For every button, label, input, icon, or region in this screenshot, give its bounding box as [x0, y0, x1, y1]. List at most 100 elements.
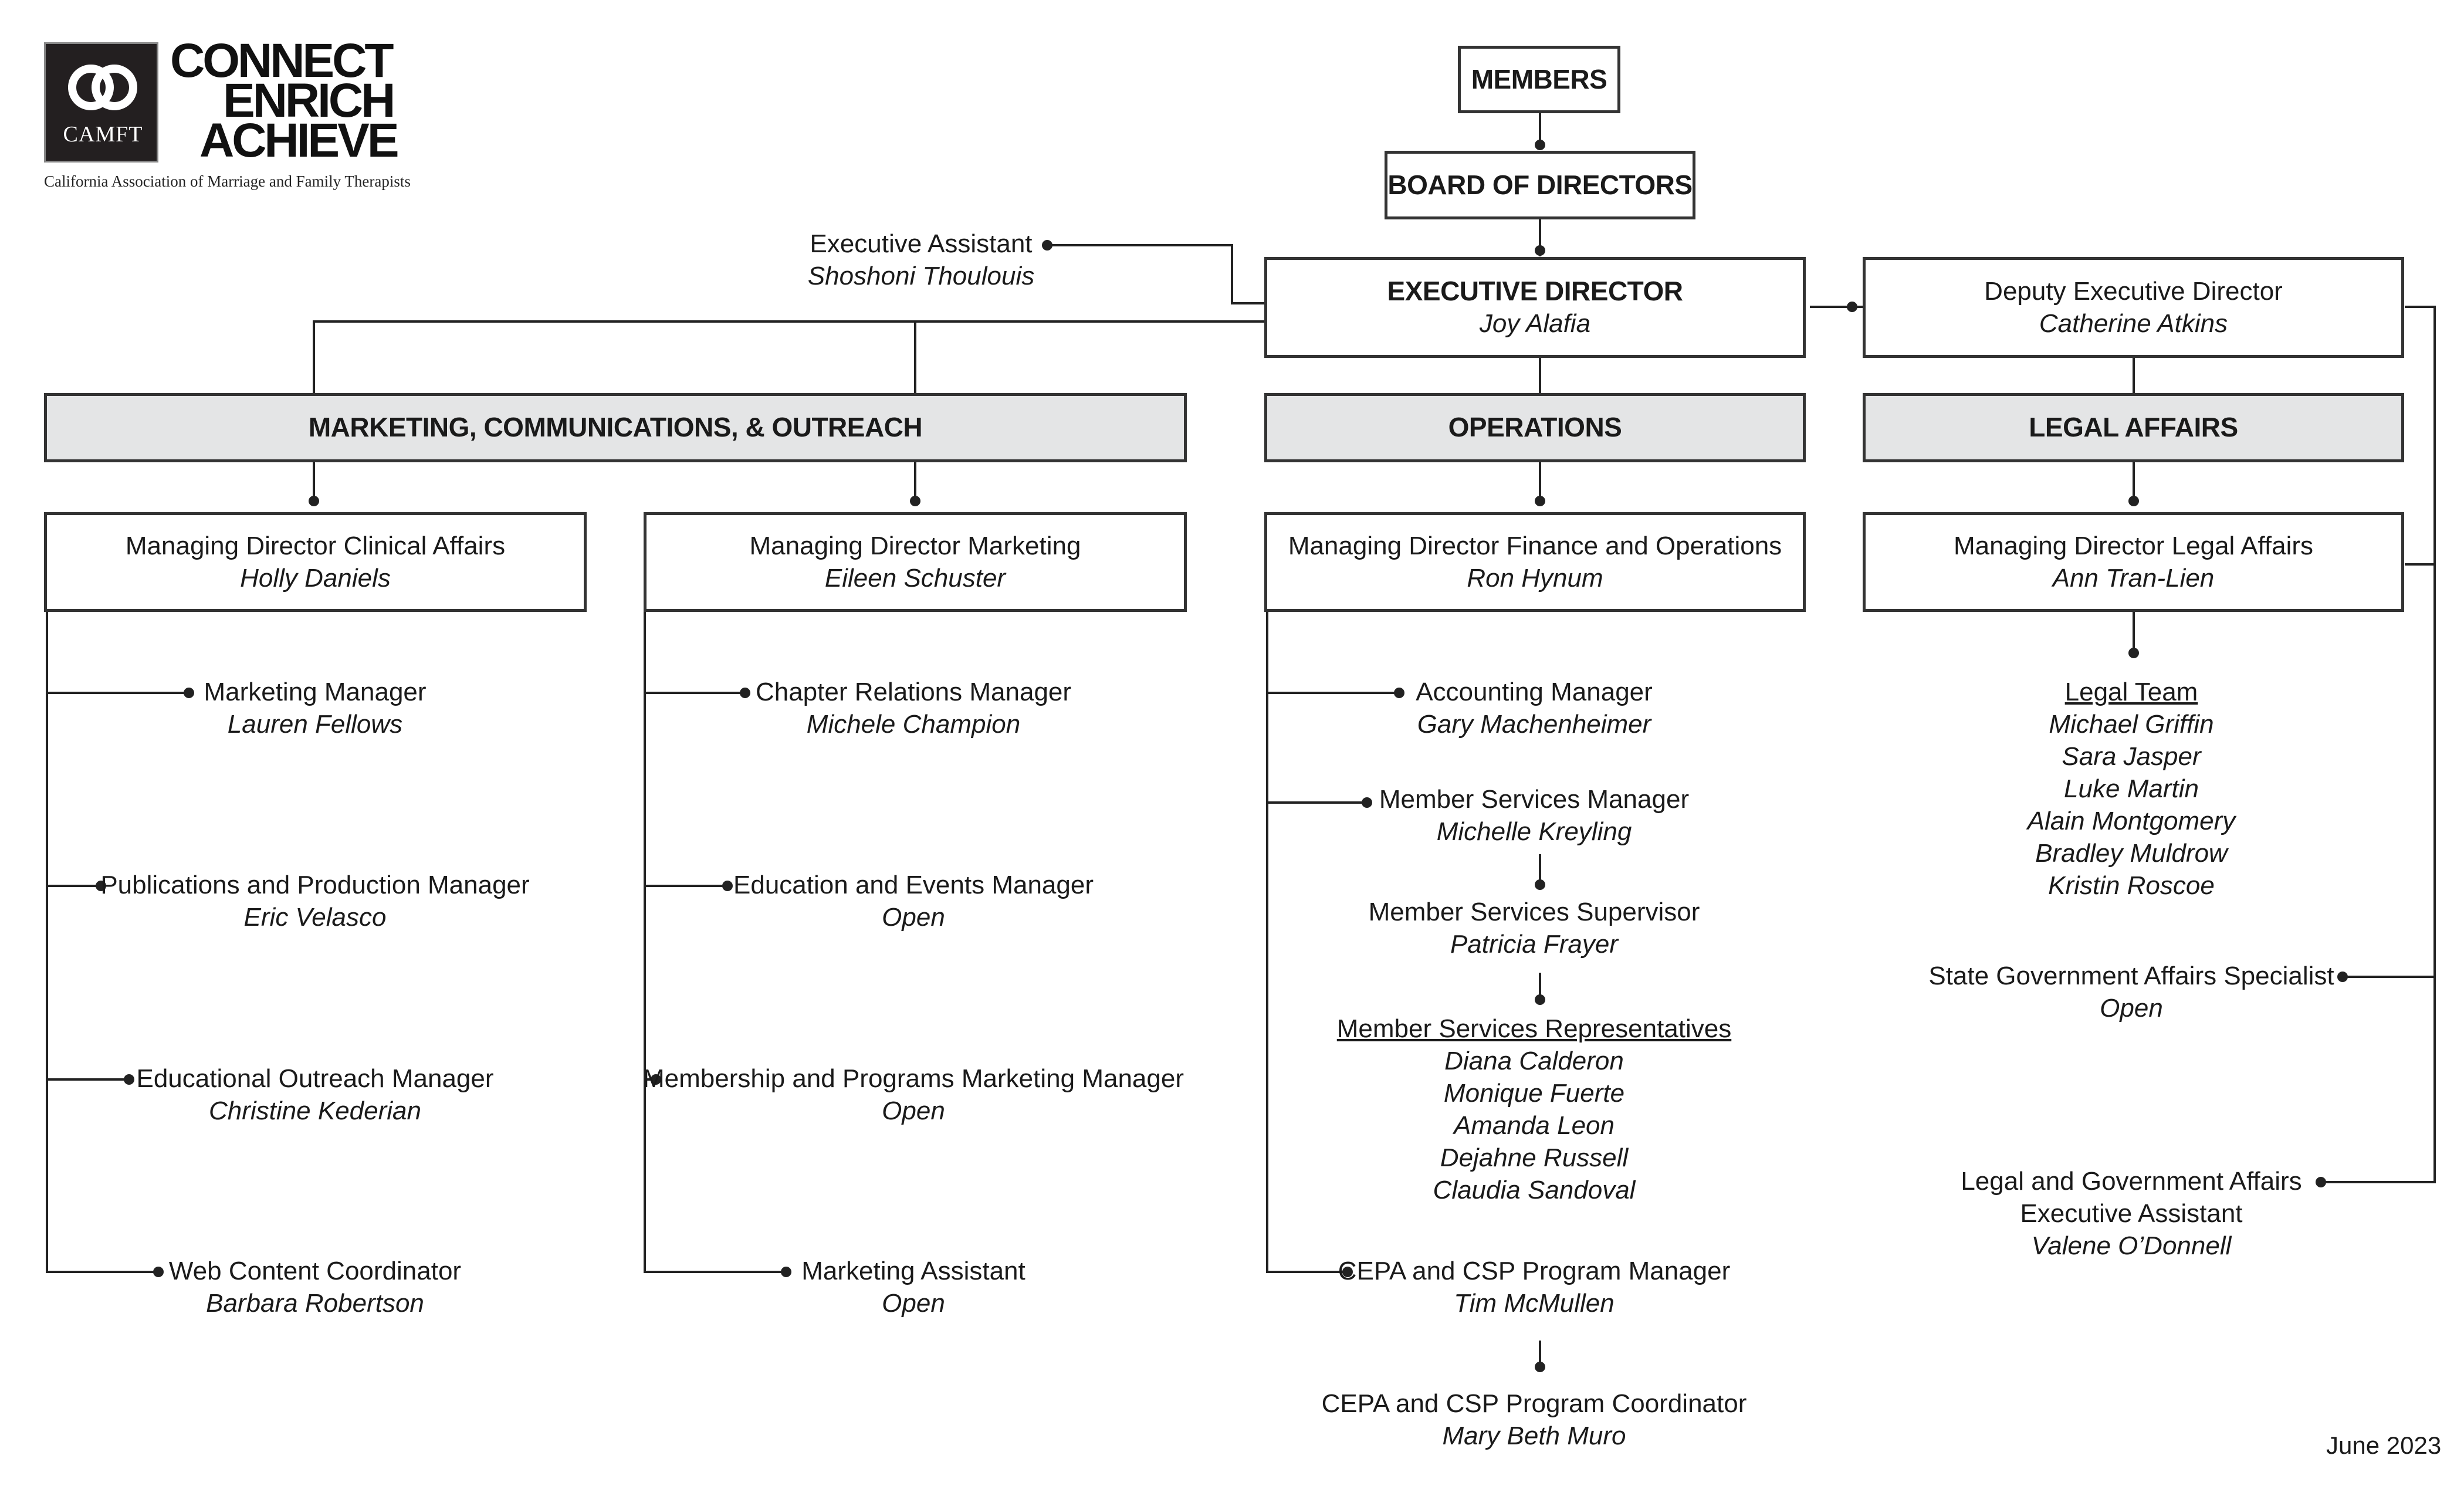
executive-assistant-name: Shoshoni Thoulouis [807, 262, 1035, 290]
md-legal-name: Ann Tran-Lien [2052, 564, 2215, 593]
deputy-director-name: Catherine Atkins [2039, 309, 2228, 338]
staff-member-services-supervisor: Member Services Supervisor Patricia Fray… [1369, 896, 1700, 960]
team-member: Michael Griffin [2049, 710, 2214, 739]
board-title: BOARD OF DIRECTORS [1387, 169, 1693, 200]
members-title: MEMBERS [1471, 63, 1607, 94]
staff-role: Marketing Assistant [801, 1257, 1025, 1285]
team-member: Amanda Leon [1453, 1111, 1615, 1140]
executive-director-name: Joy Alafia [1479, 309, 1591, 339]
staff-role: State Government Affairs Specialist [1928, 962, 2334, 990]
team-member: Dejahne Russell [1440, 1143, 1629, 1172]
logo-tagline-enrich: ENRICH [223, 74, 395, 127]
department-marketing-title: MARKETING, COMMUNICATIONS, & OUTREACH [308, 412, 923, 443]
department-operations: OPERATIONS [1264, 393, 1806, 462]
staff-role: Web Content Coordinator [168, 1257, 462, 1285]
staff-role: Publications and Production Manager [100, 871, 530, 899]
team-heading: Member Services Representatives [1336, 1014, 1732, 1043]
executive-director-box: EXECUTIVE DIRECTOR Joy Alafia [1264, 257, 1806, 358]
team-heading: Legal Team [2064, 678, 2198, 706]
members-box: MEMBERS [1458, 46, 1620, 113]
staff-role: Educational Outreach Manager [136, 1064, 494, 1093]
staff-role: Marketing Manager [204, 678, 427, 706]
staff-membership-programs-marketing-manager: Membership and Programs Marketing Manage… [643, 1062, 1184, 1127]
staff-accounting-manager: Accounting Manager Gary Machenheimer [1416, 676, 1653, 740]
staff-name: Patricia Frayer [1450, 930, 1619, 959]
logo-full-name: California Association of Marriage and F… [44, 172, 411, 190]
staff-role: Membership and Programs Marketing Manage… [643, 1064, 1184, 1093]
staff-name: Open [882, 903, 945, 932]
staff-name: Eric Velasco [243, 903, 387, 932]
md-legal-role: Managing Director Legal Affairs [1953, 532, 2314, 560]
team-member: Claudia Sandoval [1433, 1176, 1636, 1204]
team-member: Sara Jasper [2062, 742, 2201, 771]
logo-tagline-connect: CONNECT [170, 34, 394, 87]
staff-role: Education and Events Manager [733, 871, 1094, 899]
deputy-director-box: Deputy Executive Director Catherine Atki… [1863, 257, 2404, 358]
md-marketing-name: Eileen Schuster [824, 564, 1006, 593]
staff-marketing-assistant: Marketing Assistant Open [801, 1255, 1025, 1319]
md-clinical-name: Holly Daniels [240, 564, 391, 593]
staff-name: Barbara Robertson [206, 1289, 424, 1318]
staff-cepa-program-manager: CEPA and CSP Program Manager Tim McMulle… [1338, 1255, 1731, 1319]
md-clinical-role: Managing Director Clinical Affairs [125, 532, 506, 560]
team-member: Alain Montgomery [2027, 807, 2236, 835]
staff-cepa-program-coordinator: CEPA and CSP Program Coordinator Mary Be… [1322, 1387, 1747, 1452]
interlocked-rings-icon [68, 65, 137, 110]
department-marketing: MARKETING, COMMUNICATIONS, & OUTREACH [44, 393, 1187, 462]
staff-member-services-manager: Member Services Manager Michelle Kreylin… [1379, 783, 1689, 848]
staff-chapter-relations-manager: Chapter Relations Manager Michele Champi… [756, 676, 1071, 740]
team-member: Bradley Muldrow [2035, 839, 2228, 868]
staff-name: Valene O’Donnell [2031, 1231, 2232, 1260]
md-finance-role: Managing Director Finance and Operations [1288, 532, 1782, 560]
staff-education-events-manager: Education and Events Manager Open [733, 869, 1094, 933]
md-marketing-box: Managing Director Marketing Eileen Schus… [644, 512, 1187, 612]
legal-team: Legal Team Michael Griffin Sara Jasper L… [2028, 676, 2236, 902]
logo-abbreviation: CAMFT [63, 122, 143, 147]
executive-assistant: Executive Assistant Shoshoni Thoulouis [808, 228, 1034, 292]
staff-name: Open [2100, 994, 2163, 1023]
staff-marketing-manager: Marketing Manager Lauren Fellows [204, 676, 426, 740]
md-marketing-role: Managing Director Marketing [749, 532, 1081, 560]
md-legal-affairs-box: Managing Director Legal Affairs Ann Tran… [1863, 512, 2404, 612]
staff-name: Mary Beth Muro [1442, 1421, 1626, 1450]
executive-assistant-role: Executive Assistant [810, 229, 1033, 258]
staff-role: Legal and Government Affairs [1961, 1167, 2302, 1196]
logo-tagline-achieve: ACHIEVE [199, 114, 400, 167]
md-clinical-affairs-box: Managing Director Clinical Affairs Holly… [44, 512, 587, 612]
department-legal-title: LEGAL AFFAIRS [2029, 412, 2238, 443]
staff-name: Open [882, 1289, 945, 1318]
team-member: Kristin Roscoe [2048, 871, 2215, 900]
team-member: Luke Martin [2064, 774, 2199, 803]
member-services-representatives: Member Services Representatives Diana Ca… [1337, 1013, 1731, 1206]
staff-role: Member Services Supervisor [1368, 898, 1700, 926]
camft-logo: CAMFT CONNECT ENRICH ACHIEVE California … [44, 34, 414, 195]
staff-role: CEPA and CSP Program Coordinator [1321, 1389, 1747, 1418]
staff-role: CEPA and CSP Program Manager [1338, 1257, 1731, 1285]
staff-name: Michelle Kreyling [1436, 817, 1632, 846]
staff-role: Executive Assistant [2020, 1199, 2243, 1228]
team-member: Diana Calderon [1444, 1047, 1624, 1075]
staff-role: Chapter Relations Manager [755, 678, 1072, 706]
staff-role: Member Services Manager [1379, 785, 1690, 814]
staff-state-government-affairs-specialist: State Government Affairs Specialist Open [1928, 960, 2334, 1024]
board-of-directors-box: BOARD OF DIRECTORS [1385, 151, 1695, 219]
chart-date: June 2023 [2326, 1431, 2442, 1459]
staff-role: Accounting Manager [1416, 678, 1653, 706]
department-legal: LEGAL AFFAIRS [1863, 393, 2404, 462]
staff-educational-outreach-manager: Educational Outreach Manager Christine K… [136, 1062, 493, 1127]
department-operations-title: OPERATIONS [1448, 412, 1622, 443]
staff-publications-manager: Publications and Production Manager Eric… [100, 869, 529, 933]
team-member: Monique Fuerte [1443, 1079, 1625, 1108]
staff-name: Open [882, 1096, 945, 1125]
staff-name: Lauren Fellows [227, 710, 403, 739]
camft-emblem: CAMFT [44, 42, 158, 163]
staff-name: Gary Machenheimer [1417, 710, 1651, 739]
staff-name: Christine Kederian [209, 1096, 421, 1125]
staff-name: Tim McMullen [1454, 1289, 1615, 1318]
md-finance-name: Ron Hynum [1467, 564, 1603, 593]
deputy-director-role: Deputy Executive Director [1984, 277, 2283, 306]
md-finance-operations-box: Managing Director Finance and Operations… [1264, 512, 1806, 612]
staff-name: Michele Champion [806, 710, 1021, 739]
staff-web-content-coordinator: Web Content Coordinator Barbara Robertso… [169, 1255, 461, 1319]
